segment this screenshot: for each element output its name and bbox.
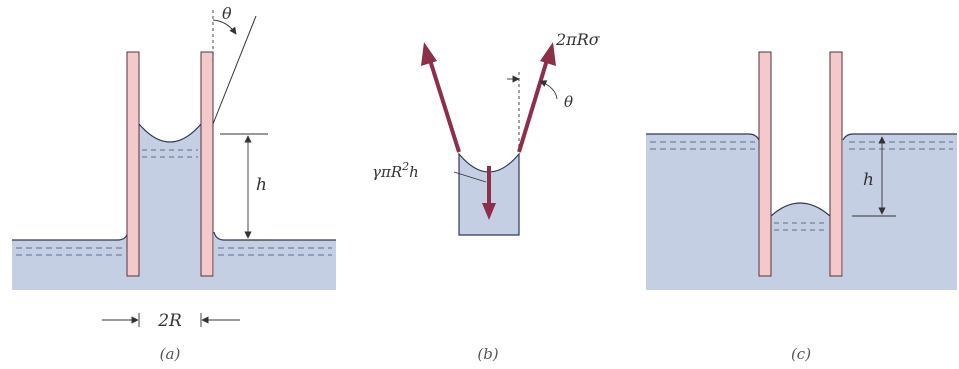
weight-arrowhead-b: [482, 203, 496, 220]
meniscus-c: [770, 202, 831, 217]
surface-force-label-b: 2πRσ: [555, 30, 601, 49]
tube-wall-left-c: [758, 51, 772, 277]
theta-arc-b: [539, 80, 558, 100]
meniscus-a: [138, 123, 202, 143]
column-a: [139, 124, 201, 276]
pool-c-right: [843, 134, 957, 290]
pool-c-dashes: [650, 141, 953, 150]
panel-a: θ h 2R (a): [12, 4, 336, 363]
pool-c-surface: [646, 133, 957, 141]
theta-label-b: θ: [564, 93, 573, 111]
h-label-a: h: [256, 175, 267, 195]
column-a-dashes: [142, 149, 198, 158]
tube-wall-right-c: [829, 51, 843, 277]
theta-label-a: θ: [222, 4, 232, 23]
weight-leader-b: [453, 171, 487, 183]
tangent-line-a: [212, 15, 257, 125]
force-arrowhead-right-b: [540, 42, 556, 66]
width-label-a: 2R: [157, 311, 182, 331]
panel-c: h (c): [646, 51, 957, 363]
weight-label-b: γπR2h: [372, 160, 419, 181]
pool-a-under: [128, 276, 214, 290]
h-label-c: h: [863, 170, 874, 190]
angle-arc-a: [212, 19, 237, 35]
tube-wall-left-a: [126, 51, 140, 277]
force-arrow-right-b: [517, 59, 549, 153]
force-arrow-left-b: [428, 59, 461, 153]
pool-c-under: [759, 276, 843, 290]
pool-a-dashes: [16, 247, 332, 256]
pool-c-left: [646, 134, 759, 290]
pool-a: [12, 232, 128, 290]
pool-a-right: [214, 232, 336, 290]
tube-wall-right-a: [200, 51, 214, 277]
column-c: [771, 203, 830, 276]
panel-b: θ 2πRσ γπR2h (b): [372, 30, 601, 363]
caption-b: (b): [477, 345, 498, 363]
force-arrowhead-left-b: [421, 42, 437, 66]
caption-c: (c): [791, 345, 811, 363]
caption-a: (a): [160, 345, 181, 363]
